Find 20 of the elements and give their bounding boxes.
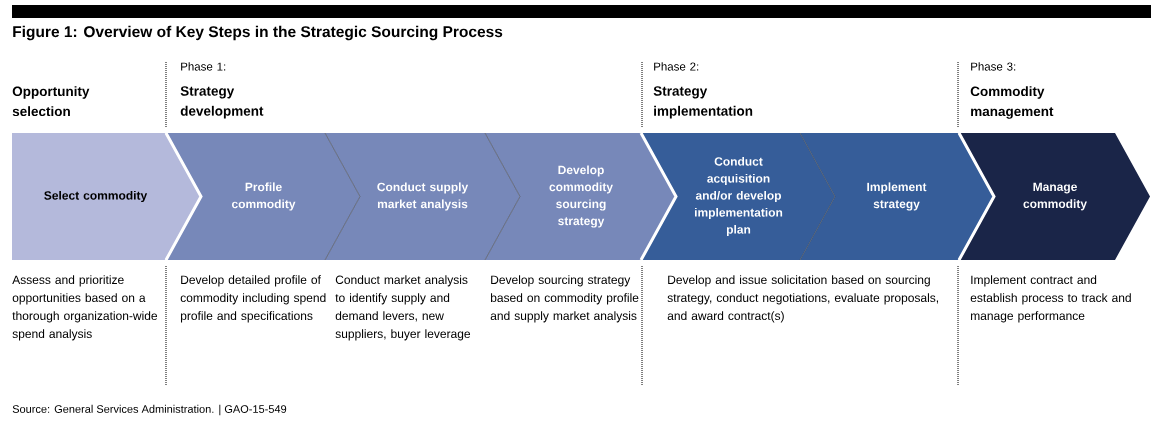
step-description: Implement contract and establish process to track and manage performance bbox=[970, 275, 1131, 323]
figure-title: Figure 1: Overview of Key Steps in the Strategic Sourcing Process bbox=[13, 25, 503, 41]
node-label: Develop commodity sourcing strategy bbox=[549, 165, 613, 228]
phase-number: Phase 3: bbox=[971, 62, 1016, 71]
source-note: Source: General Services Administration. | GAO-15-549 bbox=[12, 404, 287, 416]
node-label: Implement strategy bbox=[867, 182, 927, 211]
phase-heading: Strategy implementation bbox=[653, 86, 753, 119]
phase-heading: Commodity management bbox=[970, 86, 1054, 119]
phase-number: Phase 2: bbox=[654, 62, 699, 71]
node-label: Conduct acquisition and/or develop implementation plan bbox=[695, 156, 783, 237]
phase-number: Phase 1: bbox=[181, 62, 226, 71]
step-description: Conduct market analysis to identify supply and demand levers, new suppliers, buyer leverage bbox=[335, 275, 471, 341]
node-label: Conduct supply market analysis bbox=[377, 182, 469, 211]
step-description: Develop and issue solicitation based on sourcing strategy, conduct negotiations, evaluate proposals, and award contract(s) bbox=[667, 275, 939, 323]
phase-heading: Opportunity selection bbox=[12, 86, 90, 117]
node-label: Profile commodity bbox=[231, 182, 296, 211]
phase-heading: Strategy development bbox=[180, 86, 264, 119]
step-description: Develop sourcing strategy based on commodity profile and supply market analysis bbox=[490, 275, 639, 323]
step-description: Assess and prioritize opportunities based on a thorough organization-wide spend analysis bbox=[12, 275, 158, 341]
step-description: Develop detailed profile of commodity including spend profile and specifications bbox=[180, 275, 326, 323]
